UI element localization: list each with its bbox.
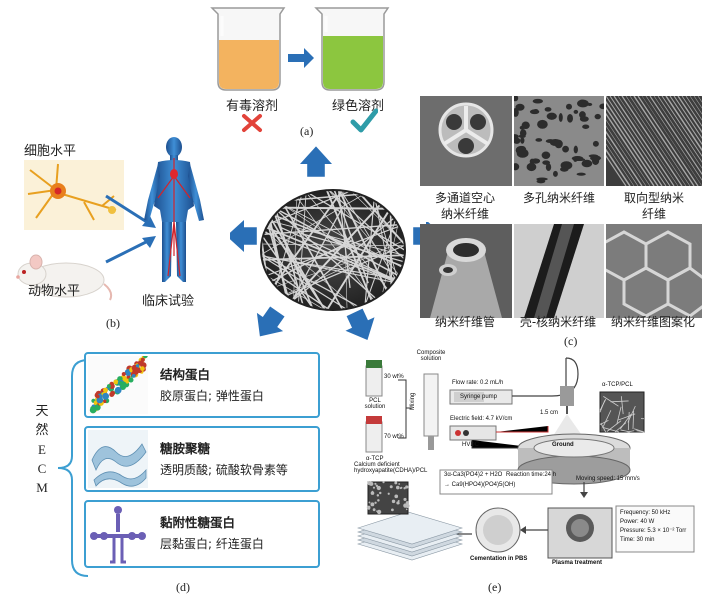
panel-a-label: (a) xyxy=(300,124,314,138)
plasma-param: Power: 40 W xyxy=(620,519,655,525)
toxic-solvent-label: 有毒溶剂 xyxy=(225,99,278,114)
pct30-label: 30 wt% xyxy=(384,374,404,380)
glycoprotein-icon xyxy=(90,506,146,564)
reaction-time-label: Reaction time:24 h xyxy=(506,472,557,478)
panel-b: 细胞水平 动物水平 xyxy=(0,130,240,330)
nanofiber-tube-image xyxy=(420,224,512,318)
cdha-label: Calcium deficient hydroxyapatite(CDHA)/P… xyxy=(354,462,428,474)
panel-d: 天 然 E C M 结构蛋白 胶原蛋白; 弹性蛋白 糖胺聚糖 透明质酸; 硫 xyxy=(0,340,340,597)
plasma-param: Frequency: 50 kHz xyxy=(620,510,671,516)
nanofiber-tube-caption: 纳米纤维管 xyxy=(434,315,495,329)
panel-c: 多通道空心 纳米纤维 多孔纳米纤维 取向型纳米 纤维 纳米纤维管 壳-核纳米纤维… xyxy=(418,96,702,348)
structural-protein-group: 结构蛋白 胶原蛋白; 弹性蛋白 xyxy=(84,352,320,418)
cross-icon xyxy=(242,114,262,132)
process-arrow-icon xyxy=(288,48,314,68)
panel-e-label: (e) xyxy=(488,580,502,594)
moving-speed-label: Moving speed: 15 mm/s xyxy=(576,476,640,482)
group-subtitle: 透明质酸; 硫酸软骨素等 xyxy=(160,463,288,477)
multichannel-hollow-caption: 多通道空心 纳米纤维 xyxy=(418,190,512,222)
adhesive-glycoprotein-group: 黏附性糖蛋白 层黏蛋白; 纤连蛋白 xyxy=(84,500,320,568)
pct70-label: 70 wt% xyxy=(384,434,404,440)
electric-field-label: Electric field: 4.7 kV/cm xyxy=(450,416,513,422)
plasma-treatment-label: Plasma treatment xyxy=(552,560,603,566)
shell-core-caption: 壳-核纳米纤维 xyxy=(519,315,597,329)
fabrication-process-diagram xyxy=(356,357,695,561)
distance-label: 1.5 cm xyxy=(540,410,559,416)
side-title-char: 然 xyxy=(35,423,49,438)
plasma-params: Frequency: 50 kHz Power: 40 W Pressure: … xyxy=(620,509,686,545)
panel-d-label: (d) xyxy=(176,580,190,594)
aligned-caption: 取向型纳米 纤维 xyxy=(606,190,702,222)
tcp-label: α-TCP xyxy=(366,456,384,462)
reaction-eq2: → Ca9(HPO4)(PO4)5(OH) xyxy=(444,482,516,488)
glycosaminoglycan-group: 糖胺聚糖 透明质酸; 硫酸软骨素等 xyxy=(84,426,320,492)
arrow-down-left-icon xyxy=(246,302,291,340)
group-subtitle: 层黏蛋白; 纤连蛋白 xyxy=(160,537,264,551)
reaction-eq1: 3α-Ca3(PO4)2 + H2O xyxy=(444,472,503,478)
flow-rate-label: Flow rate: 0.2 mL/h xyxy=(452,380,504,386)
protein-structure-icon xyxy=(88,356,148,414)
group-title: 结构蛋白 xyxy=(160,367,211,382)
patterned-nanofiber-image xyxy=(606,224,702,318)
solvent-beakers-icon xyxy=(210,7,390,91)
arrow-up-icon xyxy=(300,146,332,177)
aligned-nanofiber-image xyxy=(606,96,702,186)
panel-a: 有毒溶剂 绿色溶剂 (a) xyxy=(200,0,400,140)
plasma-param: Time: 30 min xyxy=(620,537,655,543)
multichannel-hollow-nanofiber-image xyxy=(420,96,512,186)
syringe-pump-label: Syringe pump xyxy=(460,394,498,400)
shell-core-nanofiber-image xyxy=(514,224,604,318)
arrow-down-right-icon xyxy=(340,305,382,340)
composite-solution-label: Composite solution xyxy=(416,350,446,362)
side-title-char: E xyxy=(38,442,46,457)
glycosaminoglycan-icon xyxy=(88,430,148,488)
to-clinical-arrows xyxy=(105,194,156,264)
porous-caption: 多孔纳米纤维 xyxy=(514,190,604,206)
tcp-pcl-label: α-TCP/PCL xyxy=(602,382,633,388)
check-icon xyxy=(350,108,378,133)
pcl-solution-label: PCL solution xyxy=(364,398,386,410)
neuron-cell-icon xyxy=(24,160,124,230)
mixing-label: Mixing xyxy=(410,392,416,410)
side-title-char: C xyxy=(37,461,47,476)
porous-nanofiber-image xyxy=(514,96,604,186)
human-body-icon xyxy=(144,137,204,282)
hvdc-label: HVDC xyxy=(462,442,480,448)
panel-e: PCL solution 30 wt% 70 wt% α-TCP Mixing … xyxy=(352,344,702,597)
side-title-char: 天 xyxy=(35,404,49,419)
group-title: 糖胺聚糖 xyxy=(160,441,211,456)
nanofiber-mesh-image xyxy=(260,189,406,311)
bracket-icon xyxy=(57,359,89,577)
ground-label: Ground xyxy=(552,442,574,448)
panel-b-label: (b) xyxy=(106,316,120,330)
cell-level-label: 细胞水平 xyxy=(24,144,77,159)
green-solvent-label: 绿色溶剂 xyxy=(331,99,384,114)
animal-level-label: 动物水平 xyxy=(28,284,81,299)
plasma-param: Pressure: 5.3 × 10⁻² Torr xyxy=(620,528,687,534)
panel-c-label: (c) xyxy=(564,334,578,348)
mouse-icon xyxy=(16,254,113,301)
group-subtitle: 胶原蛋白; 弹性蛋白 xyxy=(160,389,264,403)
cementation-label: Cementation in PBS xyxy=(470,556,528,562)
side-title-char: M xyxy=(36,480,48,495)
patterned-caption: 纳米纤维图案化 xyxy=(610,315,695,329)
natural-ecm-title: 天 然 E C M xyxy=(34,402,50,497)
group-title: 黏附性糖蛋白 xyxy=(160,515,236,530)
clinical-trial-label: 临床试验 xyxy=(142,294,195,309)
direction-arrows xyxy=(230,146,440,340)
